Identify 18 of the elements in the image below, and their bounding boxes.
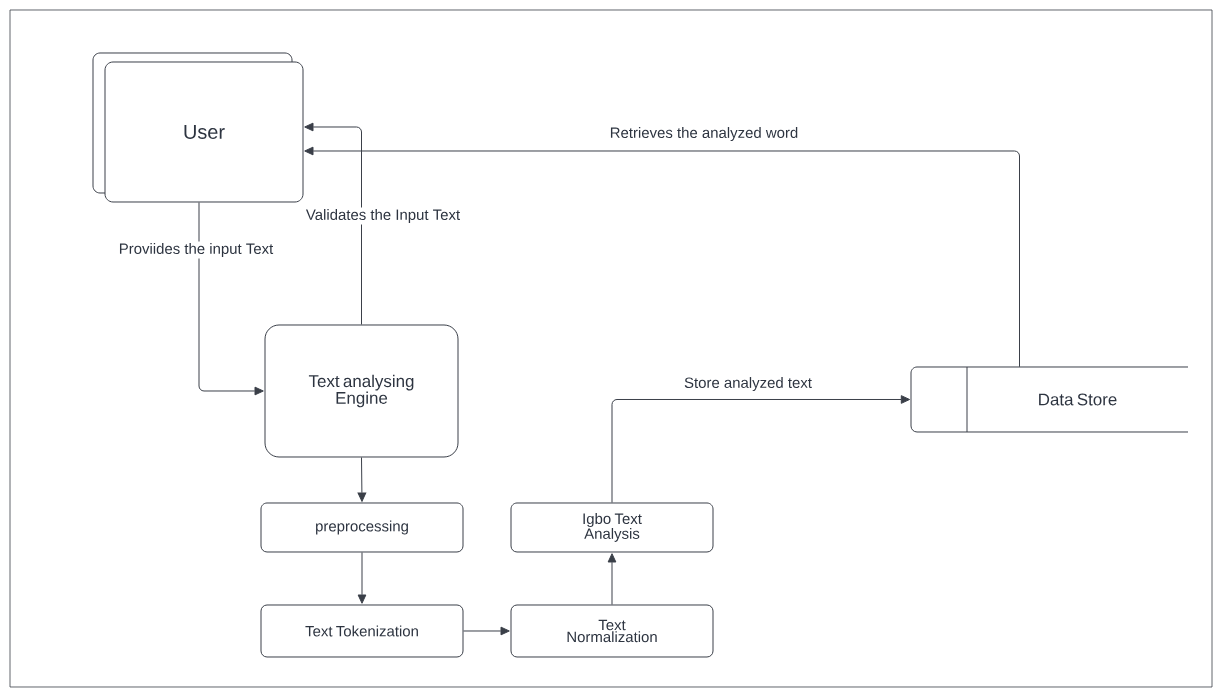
- process-box: Text Normalization: [510, 604, 714, 658]
- process-box: Text analysing Engine: [264, 324, 459, 458]
- process-box: Text Tokenization: [260, 604, 464, 658]
- edge-label: Validates the Input Text: [304, 207, 462, 225]
- arrow: [357, 457, 367, 502]
- process-box: Igbo Text Analysis: [510, 502, 714, 553]
- arrow: [463, 626, 510, 636]
- edge-label: Store analyzed text: [682, 375, 814, 393]
- arrow: [611, 395, 911, 503]
- stacked-box: User: [92, 52, 304, 203]
- edge-label: Retrieves the analyzed word: [608, 125, 800, 143]
- process-box: preprocessing: [260, 502, 464, 553]
- arrow: [607, 553, 617, 605]
- arrow: [304, 122, 362, 325]
- arrow: [198, 202, 264, 396]
- arrow: [304, 146, 1020, 368]
- edge-label: Proviides the input Text: [117, 241, 275, 259]
- arrow: [357, 552, 367, 604]
